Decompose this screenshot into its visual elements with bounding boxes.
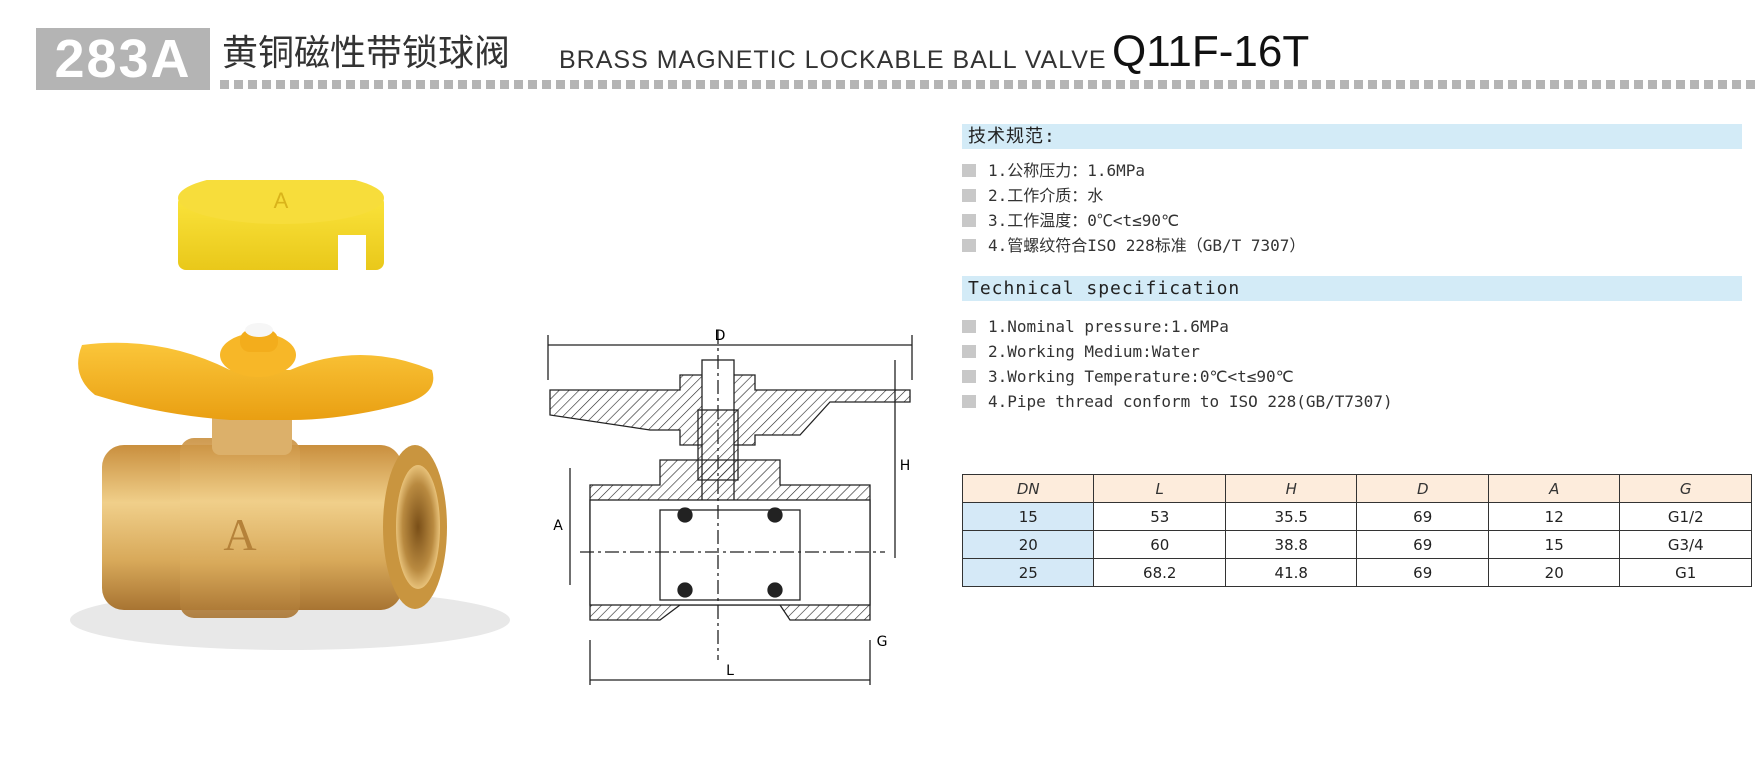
svg-text:A: A bbox=[223, 509, 256, 560]
bullet-icon bbox=[962, 370, 976, 383]
bullet-icon bbox=[962, 345, 976, 358]
yellow-lock-cap: A bbox=[178, 180, 384, 277]
column-header: A bbox=[1487, 474, 1621, 503]
table-row: 25 68.2 41.8 69 20 G1 bbox=[961, 558, 1752, 587]
table-cell: G1 bbox=[1619, 558, 1752, 587]
table-cell: 38.8 bbox=[1224, 530, 1358, 559]
bullet-icon bbox=[962, 320, 976, 333]
list-item: 4.管螺纹符合ISO 228标准（GB/T 7307） bbox=[962, 233, 1305, 258]
list-item: 4.Pipe thread conform to ISO 228(GB/T730… bbox=[962, 389, 1393, 414]
dimension-label-d: D bbox=[715, 328, 726, 344]
model-code-badge: 283A bbox=[36, 28, 210, 90]
brass-valve-body: A bbox=[102, 410, 447, 618]
bullet-icon bbox=[962, 239, 976, 252]
table-cell: 69 bbox=[1356, 558, 1489, 587]
header-dotted-divider bbox=[220, 80, 1756, 89]
table-cell: 53 bbox=[1093, 502, 1226, 531]
spec-heading-chinese: 技术规范: bbox=[962, 124, 1742, 149]
spec-list-chinese: 1.公称压力：1.6MPa 2.工作介质：水 3.工作温度：0℃<t≤90℃ 4… bbox=[962, 158, 1305, 258]
column-header: L bbox=[1093, 474, 1226, 503]
table-cell: 41.8 bbox=[1224, 558, 1358, 587]
table-cell: 69 bbox=[1356, 530, 1489, 559]
table-cell: 68.2 bbox=[1093, 558, 1226, 587]
cross-section-drawing: D H A L G bbox=[547, 328, 913, 685]
model-number: Q11F-16T bbox=[1112, 27, 1310, 76]
spec-list-english: 1.Nominal pressure:1.6MPa 2.Working Medi… bbox=[962, 314, 1393, 414]
table-cell: G3/4 bbox=[1619, 530, 1752, 559]
column-header: DN bbox=[961, 474, 1095, 503]
bullet-icon bbox=[962, 164, 976, 177]
dimension-table: DN L H D A G 15 53 35.5 69 12 G1/2 20 60… bbox=[961, 474, 1752, 587]
dimension-label-l: L bbox=[726, 663, 734, 679]
table-cell: 20 bbox=[961, 530, 1095, 559]
list-item: 1.公称压力：1.6MPa bbox=[962, 158, 1305, 183]
dimension-label-a: A bbox=[553, 518, 563, 534]
table-cell: 60 bbox=[1093, 530, 1226, 559]
list-item: 2.Working Medium:Water bbox=[962, 339, 1393, 364]
table-header-row: DN L H D A G bbox=[961, 474, 1752, 503]
table-cell: 35.5 bbox=[1224, 502, 1358, 531]
column-header: D bbox=[1356, 474, 1489, 503]
title-chinese: 黄铜磁性带锁球阀 bbox=[222, 33, 511, 74]
table-cell: 15 bbox=[961, 502, 1095, 531]
yellow-butterfly-handle bbox=[78, 323, 434, 420]
list-item: 3.Working Temperature:0℃<t≤90℃ bbox=[962, 364, 1393, 389]
title-english: BRASS MAGNETIC LOCKABLE BALL VALVE bbox=[559, 46, 1107, 74]
column-header: H bbox=[1224, 474, 1358, 503]
dimension-label-h: H bbox=[900, 458, 911, 474]
column-header: G bbox=[1619, 474, 1752, 503]
table-cell: G1/2 bbox=[1619, 502, 1752, 531]
table-row: 20 60 38.8 69 15 G3/4 bbox=[961, 530, 1752, 559]
bullet-icon bbox=[962, 214, 976, 227]
list-item: 2.工作介质：水 bbox=[962, 183, 1305, 208]
table-cell: 25 bbox=[961, 558, 1095, 587]
svg-text:A: A bbox=[274, 188, 289, 213]
table-cell: 69 bbox=[1356, 502, 1489, 531]
table-cell: 20 bbox=[1487, 558, 1621, 587]
bullet-icon bbox=[962, 395, 976, 408]
bullet-icon bbox=[962, 189, 976, 202]
table-cell: 15 bbox=[1487, 530, 1621, 559]
spec-heading-english: Technical specification bbox=[962, 276, 1742, 301]
product-photo: A A bbox=[70, 180, 510, 650]
table-cell: 12 bbox=[1487, 502, 1621, 531]
table-row: 15 53 35.5 69 12 G1/2 bbox=[961, 502, 1752, 531]
dimension-label-g: G bbox=[877, 634, 888, 650]
list-item: 1.Nominal pressure:1.6MPa bbox=[962, 314, 1393, 339]
list-item: 3.工作温度：0℃<t≤90℃ bbox=[962, 208, 1305, 233]
